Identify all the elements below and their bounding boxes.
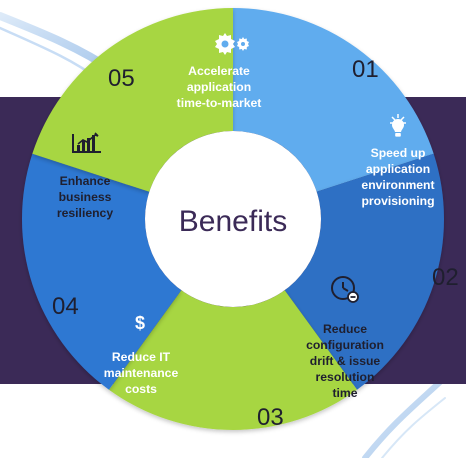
- bar-chart-bar-4: [92, 135, 95, 152]
- segment-number-02: 02: [432, 264, 459, 291]
- segment-05-line-2: business: [59, 190, 112, 204]
- lightbulb-icon: [390, 114, 406, 137]
- segment-text-05: Enhance business resiliency: [57, 174, 113, 220]
- labels-layer: 01 Accelerate application time-to-market 02 S…: [52, 56, 459, 431]
- segment-02-line-3: environment: [361, 178, 434, 192]
- center-title: Benefits: [179, 205, 287, 238]
- segment-01-line-1: Accelerate: [188, 64, 250, 78]
- bar-chart-bar-3: [87, 138, 90, 152]
- segment-text-03: Reduce configuration drift & issue resoluti…: [306, 322, 384, 400]
- bar-chart-bar-1: [77, 145, 80, 152]
- icons-layer: $: [72, 33, 406, 333]
- segment-03-line-1: Reduce: [323, 322, 367, 336]
- dollar-glyph: $: [135, 313, 145, 333]
- lightbulb-ray-4: [391, 116, 396, 121]
- dollar-icon: $: [135, 313, 145, 333]
- segment-03-line-4: resolution: [316, 370, 375, 384]
- bar-chart-trend: [77, 132, 99, 145]
- segment-01: [233, 8, 434, 192]
- bar-chart-axis: [72, 134, 101, 153]
- bottom-right-streak-thin: [381, 397, 446, 458]
- bar-chart-icon: [72, 132, 101, 153]
- segment-number-05: 05: [108, 65, 135, 92]
- segment-03-line-2: configuration: [306, 338, 384, 352]
- segment-01-line-2: application: [187, 80, 251, 94]
- bar-chart-bar-2: [82, 141, 85, 152]
- segment-text-02: Speed up application environment provisioni…: [361, 146, 434, 208]
- segment-01-line-3: time-to-market: [177, 96, 262, 110]
- clock-icon: [331, 276, 359, 303]
- segment-number-03: 03: [257, 404, 284, 431]
- lightbulb-ray-5: [400, 116, 405, 121]
- segments-layer: [22, 8, 444, 431]
- lightbulb-glass: [392, 119, 404, 132]
- segment-04-line-3: costs: [125, 382, 157, 396]
- clock-hand-minute: [342, 287, 349, 292]
- segment-text-01: Accelerate application time-to-market: [177, 64, 262, 110]
- segment-02-line-2: application: [366, 162, 430, 176]
- clock-ring: [331, 276, 355, 300]
- segment-05-line-1: Enhance: [60, 174, 111, 188]
- segment-03-line-3: drift & issue: [310, 354, 381, 368]
- segment-02: [284, 153, 444, 390]
- segment-text-04: Reduce IT maintenance costs: [104, 350, 179, 396]
- segment-number-01: 01: [352, 56, 379, 83]
- lightbulb-base: [395, 133, 401, 137]
- gears-icon: [215, 33, 249, 55]
- gear-small-hole: [241, 42, 245, 46]
- center-circle: [145, 131, 321, 307]
- segment-02-line-4: provisioning: [361, 194, 434, 208]
- gear-large-hole: [221, 40, 229, 48]
- segment-04-line-2: maintenance: [104, 366, 179, 380]
- segment-04-line-1: Reduce IT: [112, 350, 171, 364]
- bottom-right-streak: [362, 379, 443, 458]
- segment-number-04: 04: [52, 293, 79, 320]
- segment-03-line-5: time: [332, 386, 357, 400]
- segment-03: [108, 290, 358, 431]
- segment-04: [22, 153, 182, 390]
- segment-05-line-3: resiliency: [57, 206, 113, 220]
- segment-02-line-1: Speed up: [371, 146, 426, 160]
